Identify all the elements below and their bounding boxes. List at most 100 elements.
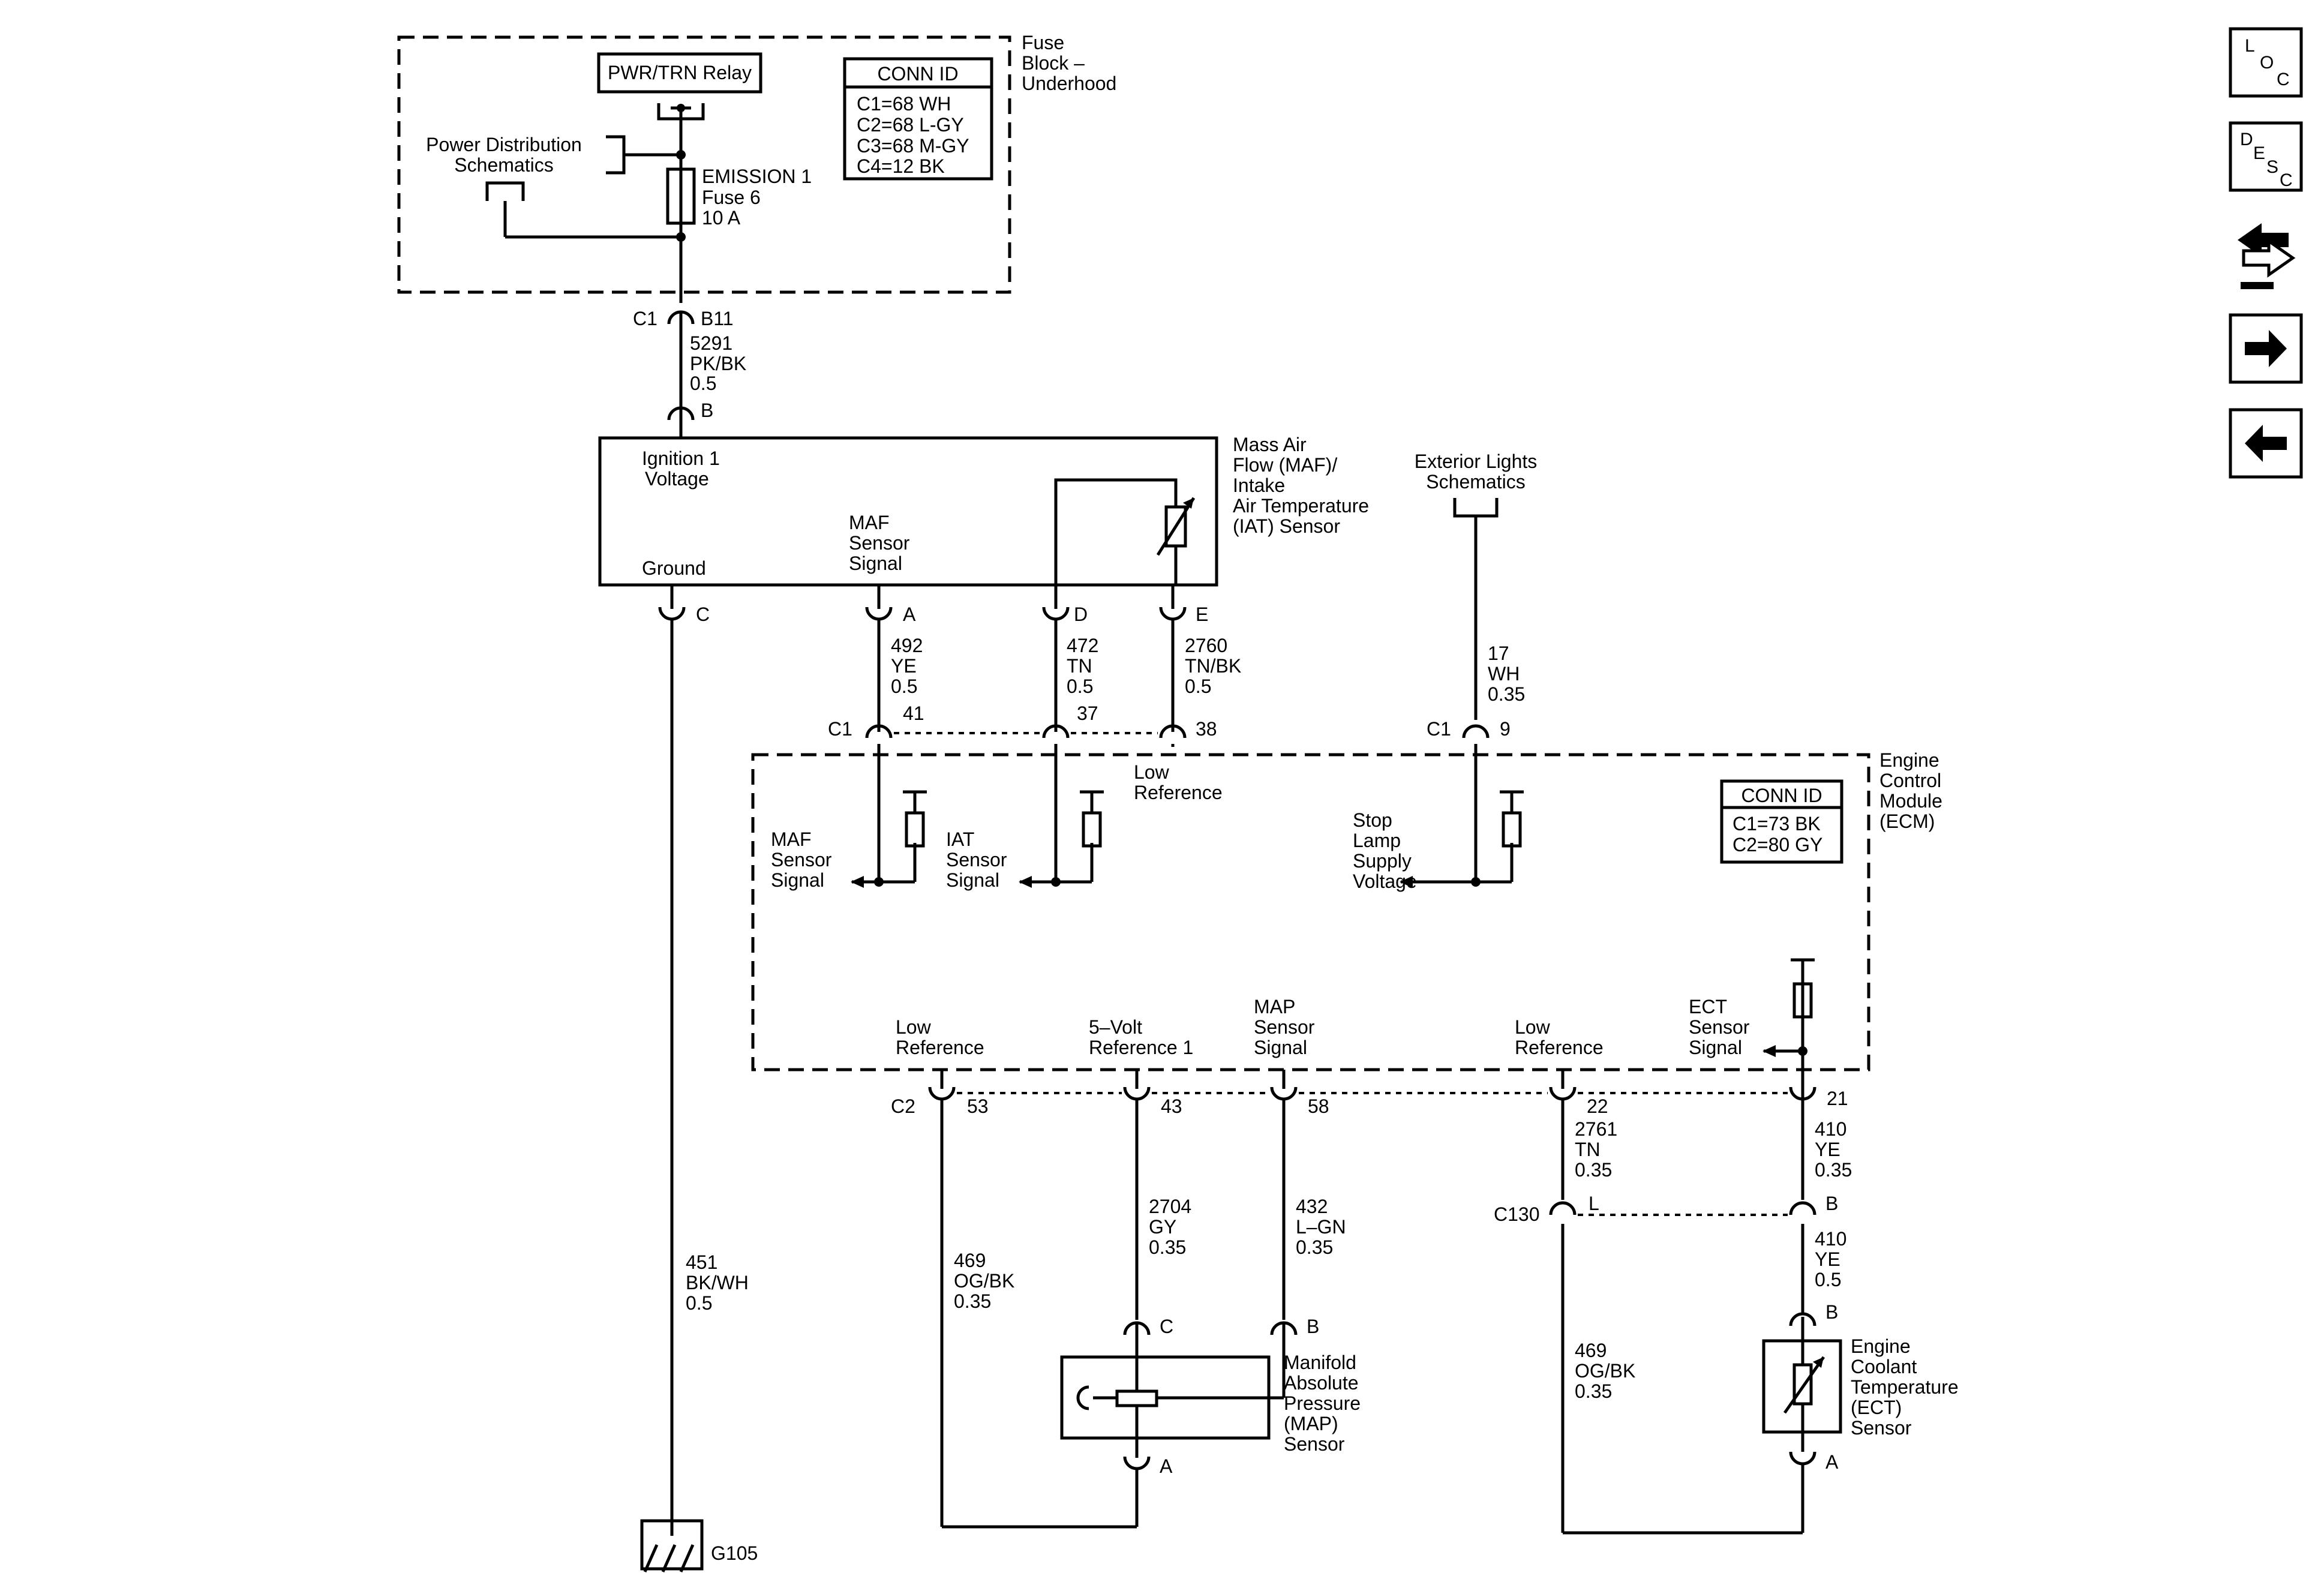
ecm-ect-signal-label: Sensor bbox=[1689, 1016, 1750, 1038]
fuse-block: Fuse Block – Underhood PWR/TRN Relay CON… bbox=[397, 32, 1116, 303]
wire-label: 0.5 bbox=[891, 676, 917, 697]
connector-pin: B bbox=[1825, 1193, 1838, 1214]
wire-label: OG/BK bbox=[1575, 1360, 1635, 1382]
fuse-block-title-3: Underhood bbox=[1022, 73, 1116, 94]
arrow-right-icon bbox=[2245, 330, 2287, 367]
ecm-five-volt-label: 5–Volt bbox=[1089, 1016, 1142, 1038]
wire-label: 5291 bbox=[690, 332, 732, 354]
relay-label: PWR/TRN Relay bbox=[608, 62, 752, 83]
desc-icon: D E S C bbox=[2240, 130, 2293, 190]
power-dist-label-2: Schematics bbox=[454, 154, 553, 176]
wire-2761: 2761 TN 0.35 C130 L 469 OG/BK 0.35 bbox=[1494, 1098, 1804, 1535]
loc-letter: C bbox=[2277, 70, 2290, 89]
connector-label: C2 bbox=[891, 1095, 915, 1117]
map-name-4: (MAP) bbox=[1284, 1413, 1338, 1434]
arrow-left-icon bbox=[2245, 425, 2287, 462]
connector-pin: A bbox=[903, 604, 916, 625]
wire-label: BK/WH bbox=[686, 1272, 749, 1293]
wire-label: 0.35 bbox=[1575, 1159, 1612, 1181]
connector-label: C130 bbox=[1494, 1203, 1540, 1225]
ect-name-2: Coolant bbox=[1851, 1356, 1917, 1377]
ecm-conn-id-title: CONN ID bbox=[1741, 785, 1822, 806]
wire-469-map: 469 OG/BK 0.35 bbox=[940, 1098, 1139, 1529]
connector-label: C1 bbox=[1427, 718, 1451, 740]
connector-pin: A bbox=[1825, 1451, 1839, 1473]
map-name-5: Sensor bbox=[1284, 1433, 1345, 1455]
desc-letter: S bbox=[2266, 157, 2278, 177]
wire-label: 432 bbox=[1296, 1196, 1328, 1217]
wire-432: 432 L–GN 0.35 B bbox=[1270, 1098, 1346, 1357]
ecm-name-3: Module bbox=[1879, 790, 1942, 812]
wire-label: 0.5 bbox=[1815, 1269, 1841, 1290]
wire-label: 2704 bbox=[1149, 1196, 1191, 1217]
maf-name-5: (IAT) Sensor bbox=[1233, 515, 1340, 537]
wire-label: GY bbox=[1149, 1216, 1176, 1238]
maf-signal-label: MAF bbox=[849, 512, 890, 533]
map-name-1: Manifold bbox=[1284, 1352, 1356, 1373]
wire-label: PK/BK bbox=[690, 353, 746, 374]
maf-name-2: Flow (MAF)/ bbox=[1233, 454, 1337, 476]
fuse-label-2: Fuse 6 bbox=[702, 187, 761, 208]
connector-pin: 58 bbox=[1308, 1095, 1329, 1117]
wire-label: 0.35 bbox=[1296, 1236, 1333, 1258]
wire-label: 0.35 bbox=[1488, 683, 1525, 705]
power-dist-label-1: Power Distribution bbox=[426, 134, 582, 155]
wire-label: 410 bbox=[1815, 1228, 1846, 1250]
connector-pin: B bbox=[701, 400, 713, 421]
wire-label: 410 bbox=[1815, 1118, 1846, 1140]
loc-icon: L O C bbox=[2245, 36, 2290, 89]
ecm-stop-lamp-label: Voltage bbox=[1353, 870, 1417, 892]
wire-label: TN/BK bbox=[1185, 655, 1241, 677]
wire-label: 0.35 bbox=[1575, 1380, 1612, 1402]
fuse-conn-id-row: C3=68 M-GY bbox=[857, 135, 969, 157]
connector-pin: D bbox=[1074, 604, 1088, 625]
wire-label: TN bbox=[1575, 1139, 1601, 1160]
fuse-block-title-1: Fuse bbox=[1022, 32, 1064, 53]
wire-label: 0.5 bbox=[1067, 676, 1093, 697]
swap-button[interactable] bbox=[2238, 223, 2296, 289]
ecm-map-signal-label: MAP bbox=[1254, 996, 1295, 1017]
loc-button[interactable]: L O C bbox=[2229, 27, 2303, 98]
ecm-iat-signal-label: Signal bbox=[946, 869, 999, 891]
desc-button[interactable]: D E S C bbox=[2229, 121, 2303, 192]
maf-signal-label: Signal bbox=[849, 553, 902, 574]
exterior-label-1: Exterior Lights bbox=[1415, 451, 1538, 472]
wire-label: 0.35 bbox=[1149, 1236, 1186, 1258]
connector-pin: L bbox=[1589, 1193, 1599, 1214]
ecm-low-ref-top-label: Reference bbox=[1134, 782, 1223, 803]
desc-letter: C bbox=[2280, 170, 2293, 190]
maf-name-4: Air Temperature bbox=[1233, 495, 1369, 517]
wire-label: 2761 bbox=[1575, 1118, 1617, 1140]
connector-pin: B11 bbox=[701, 308, 734, 329]
maf-name-3: Intake bbox=[1233, 475, 1285, 496]
connector-pin: 43 bbox=[1161, 1095, 1182, 1117]
next-button[interactable] bbox=[2229, 313, 2303, 384]
loc-letter: L bbox=[2245, 36, 2255, 56]
wire-label: 492 bbox=[891, 635, 923, 656]
maf-iat-sensor: Mass Air Flow (MAF)/ Intake Air Temperat… bbox=[598, 434, 1369, 587]
maf-signal-label: Sensor bbox=[849, 532, 910, 554]
ecm-stop-lamp-label: Stop bbox=[1353, 809, 1392, 831]
ecm-name-2: Control bbox=[1879, 770, 1941, 791]
map-sensor: Manifold Absolute Pressure (MAP) Sensor … bbox=[1060, 1352, 1361, 1477]
ect-sensor: Engine Coolant Temperature (ECT) Sensor … bbox=[1762, 1335, 1959, 1473]
loc-letter: O bbox=[2260, 53, 2274, 73]
wire-label: 0.35 bbox=[954, 1290, 991, 1312]
ecm-c2-connectors: C2 53 43 58 22 21 bbox=[891, 1070, 1848, 1117]
ect-name-1: Engine bbox=[1851, 1335, 1911, 1357]
ect-name-4: (ECT) bbox=[1851, 1397, 1902, 1418]
fuse-label-1: EMISSION 1 bbox=[702, 166, 812, 187]
ecm-conn-id-box bbox=[1720, 779, 1843, 864]
ecm-map-signal-label: Signal bbox=[1254, 1037, 1307, 1058]
desc-letter: D bbox=[2240, 130, 2253, 149]
ecm-map-signal-label: Sensor bbox=[1254, 1016, 1315, 1038]
connector-pin: 53 bbox=[967, 1095, 989, 1117]
maf-name-1: Mass Air bbox=[1233, 434, 1307, 455]
wire-label: L–GN bbox=[1296, 1216, 1346, 1238]
ect-name-5: Sensor bbox=[1851, 1417, 1912, 1439]
power-dist-bracket-bottom bbox=[485, 181, 525, 201]
previous-button[interactable] bbox=[2229, 408, 2303, 479]
connector-pin: 38 bbox=[1196, 718, 1217, 740]
ground-label: G105 bbox=[711, 1542, 758, 1564]
connector-label: C1 bbox=[828, 718, 852, 740]
